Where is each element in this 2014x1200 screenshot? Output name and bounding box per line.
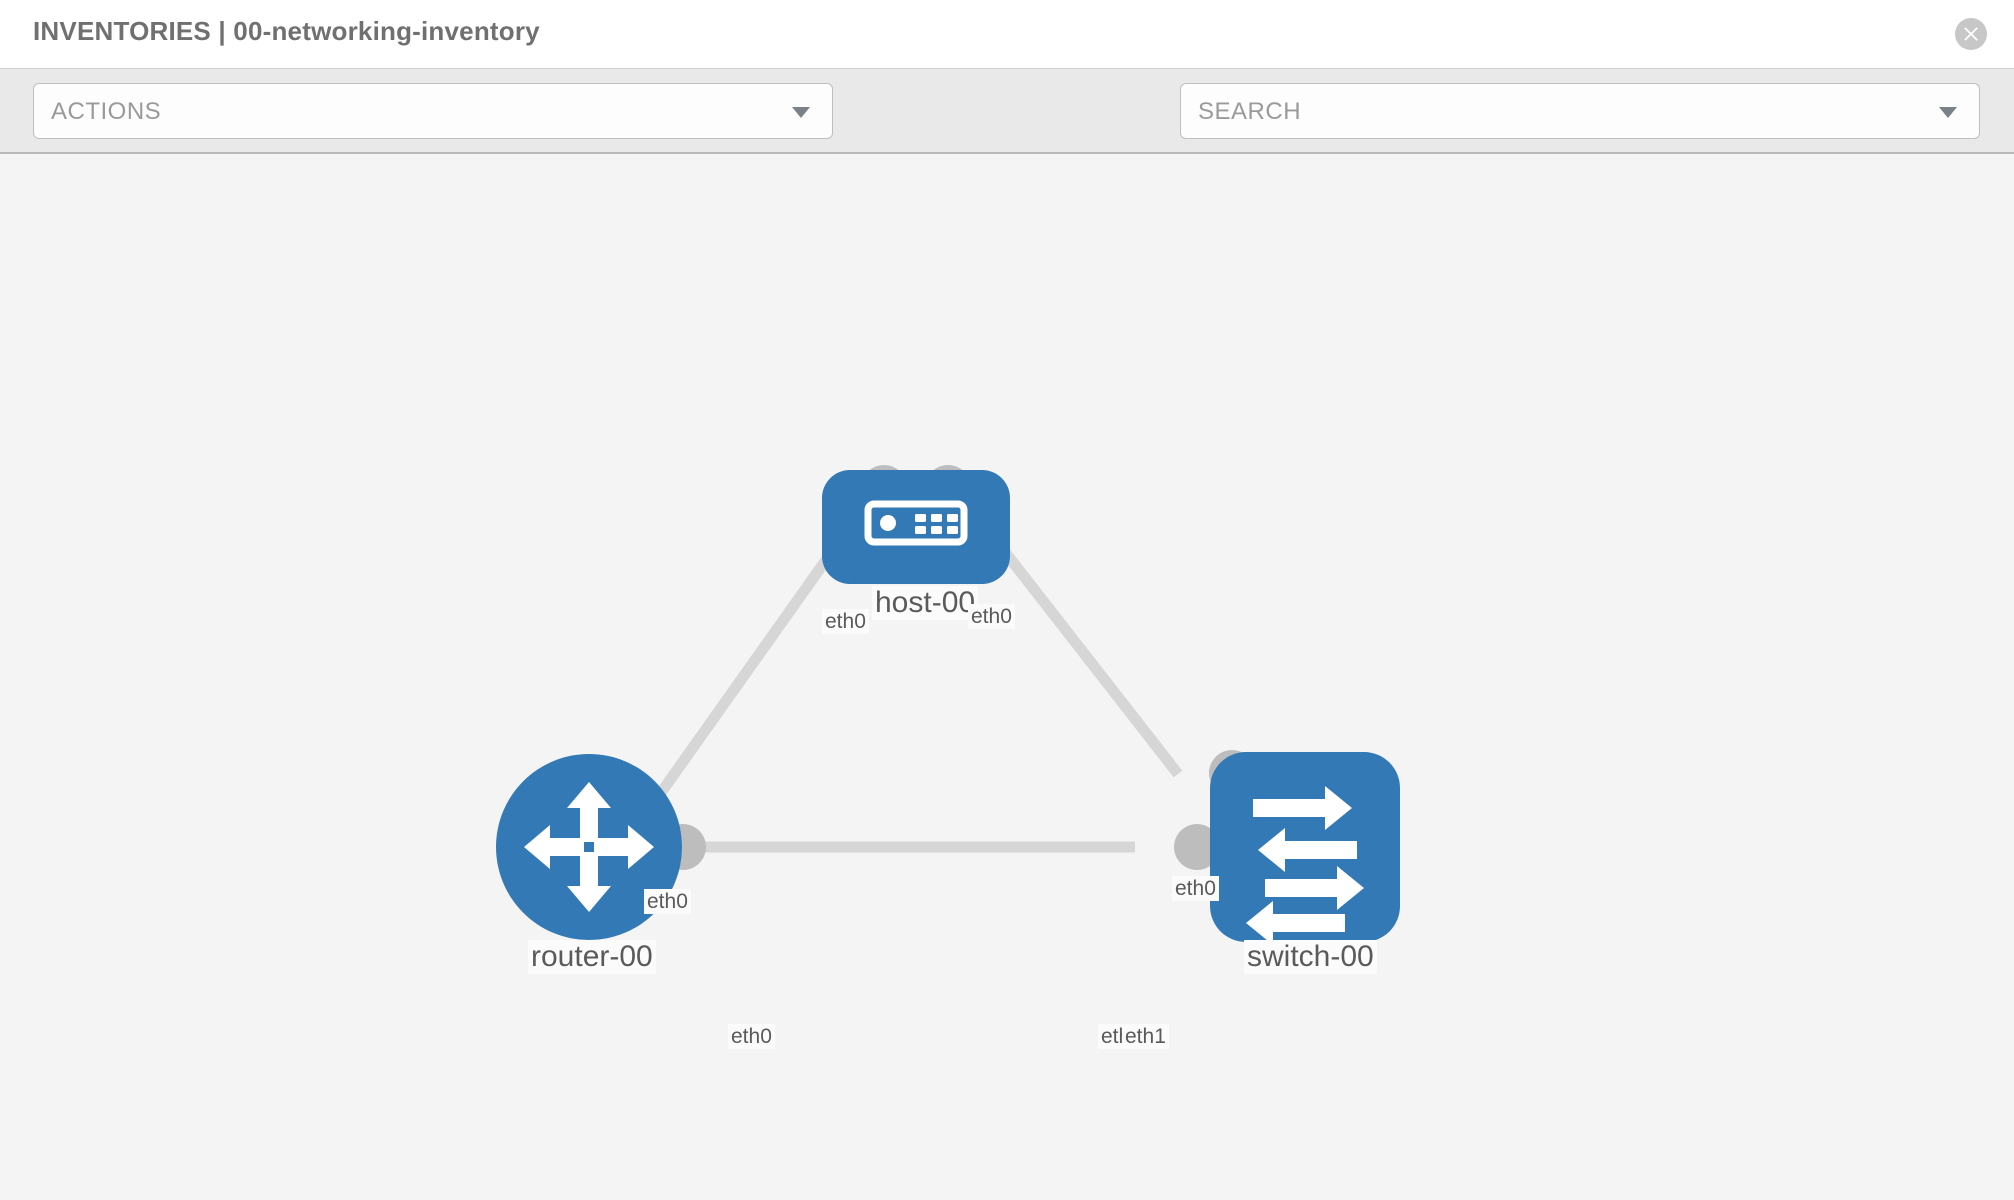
actions-dropdown-value: ACTIONS bbox=[51, 98, 162, 125]
toolbar: ACTIONS SEARCH bbox=[0, 68, 2014, 202]
title-bar: INVENTORIES | 00-networking-inventory bbox=[0, 0, 2014, 68]
node-router-00[interactable] bbox=[496, 754, 682, 940]
iface-label: eth0 bbox=[644, 889, 691, 914]
topology-canvas[interactable]: host-00 router-00 switch-00 eth0 eth0 et… bbox=[0, 154, 2014, 1200]
close-icon[interactable] bbox=[1955, 18, 1987, 50]
node-label-host-00: host-00 bbox=[872, 586, 979, 620]
node-label-switch-00: switch-00 bbox=[1244, 940, 1377, 974]
chevron-down-icon bbox=[792, 107, 810, 118]
chevron-down-icon bbox=[1939, 107, 1957, 118]
topology-graph bbox=[496, 465, 1400, 945]
node-switch-00[interactable] bbox=[1210, 752, 1400, 945]
iface-label: eth0 bbox=[968, 604, 1015, 629]
search-placeholder: SEARCH bbox=[1198, 98, 1302, 125]
page-title: INVENTORIES | 00-networking-inventory bbox=[33, 16, 540, 46]
iface-label: eth0 bbox=[728, 1024, 775, 1049]
iface-label: eth0 bbox=[1172, 876, 1219, 901]
iface-label: eth1 bbox=[1122, 1024, 1169, 1049]
connector-switch00-west bbox=[1174, 824, 1220, 870]
iface-label: eth0 bbox=[822, 609, 869, 634]
search-input[interactable]: SEARCH bbox=[1180, 83, 1980, 139]
node-label-router-00: router-00 bbox=[528, 940, 656, 974]
actions-dropdown[interactable]: ACTIONS bbox=[33, 83, 833, 139]
node-host-00[interactable] bbox=[822, 470, 1010, 584]
